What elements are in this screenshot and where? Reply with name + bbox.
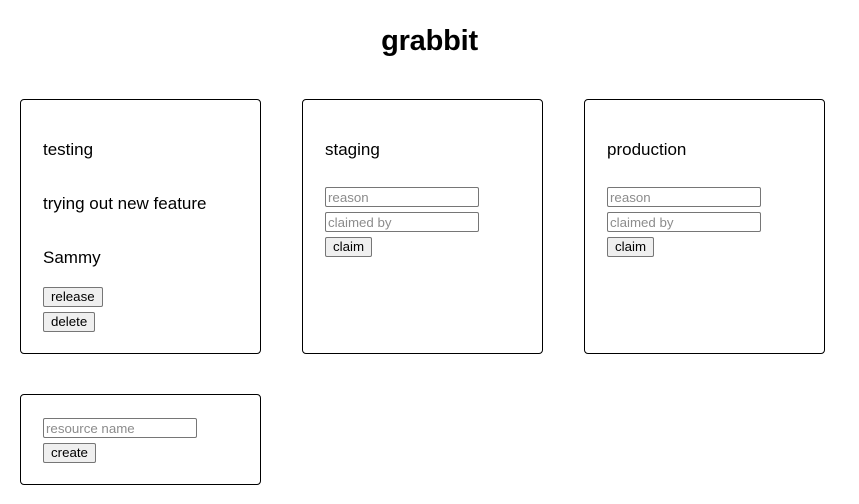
- release-button[interactable]: release: [43, 287, 103, 307]
- resource-card-testing: testing trying out new feature Sammy rel…: [20, 99, 261, 354]
- resource-name-input[interactable]: [43, 418, 197, 438]
- resource-card-production: production claim: [584, 99, 825, 354]
- resource-row-primary: testing trying out new feature Sammy rel…: [20, 99, 825, 354]
- claim-button-staging[interactable]: claim: [325, 237, 373, 257]
- reason-input-production[interactable]: [607, 187, 761, 207]
- create-row: create: [20, 394, 825, 485]
- claimed-by-input-staging[interactable]: [325, 212, 479, 232]
- resource-name-production: production: [607, 140, 687, 159]
- claim-form-production: claim: [607, 160, 802, 257]
- resource-actions-testing: release delete: [43, 268, 238, 332]
- claimed-by-input-production[interactable]: [607, 212, 761, 232]
- resource-name-staging: staging: [325, 140, 380, 159]
- resource-reason-testing: trying out new feature: [43, 194, 207, 213]
- delete-button[interactable]: delete: [43, 312, 96, 332]
- claim-button-production[interactable]: claim: [607, 237, 655, 257]
- resource-claimed-by-testing: Sammy: [43, 248, 101, 267]
- create-button[interactable]: create: [43, 443, 96, 463]
- resource-card-staging: staging claim: [302, 99, 543, 354]
- create-resource-card: create: [20, 394, 261, 485]
- reason-input-staging[interactable]: [325, 187, 479, 207]
- create-resource-form: create: [43, 395, 238, 463]
- page-title: grabbit: [381, 25, 478, 57]
- resource-board: testing trying out new feature Sammy rel…: [20, 99, 825, 485]
- claim-form-staging: claim: [325, 160, 520, 257]
- resource-name-testing: testing: [43, 140, 94, 159]
